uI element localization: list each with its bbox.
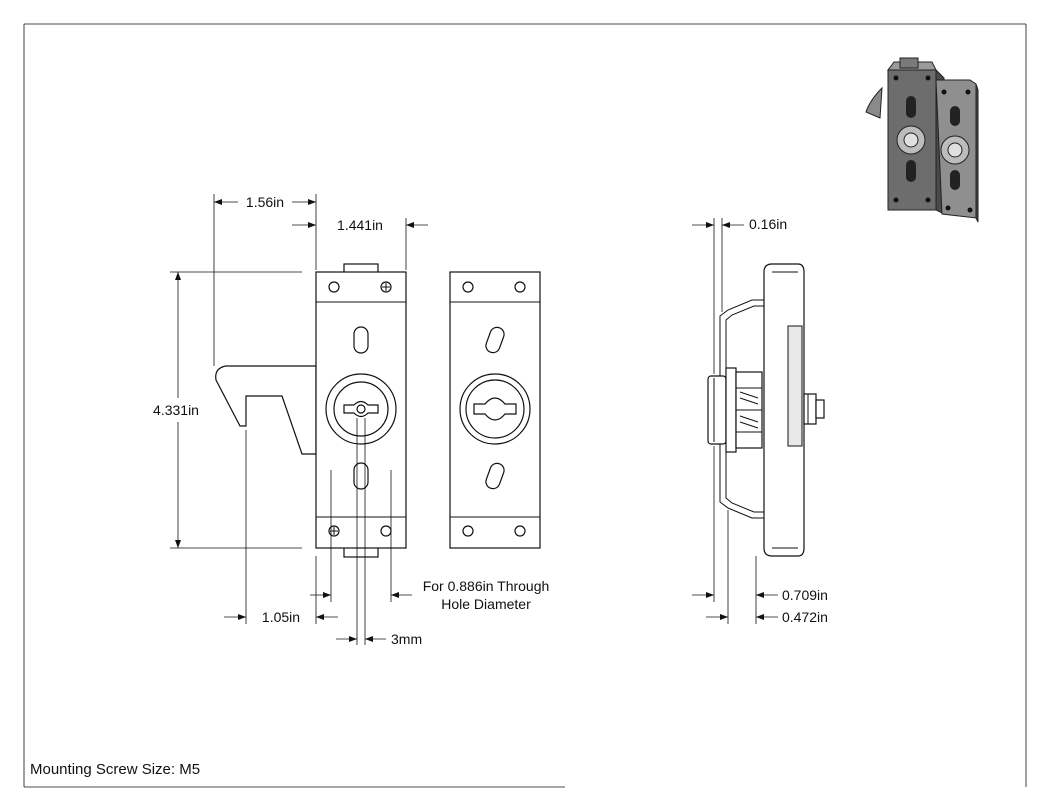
plate-hole — [514, 281, 526, 293]
dim-width-overall: 1.56in — [246, 194, 284, 210]
dim-key-slot: 3mm — [391, 631, 422, 647]
cam-screw-tip — [815, 399, 825, 419]
plate-slot — [485, 462, 505, 490]
latch-hook — [215, 365, 317, 455]
dim-height-overall: 4.331in — [153, 402, 199, 418]
plate-slot — [485, 326, 505, 354]
dimension-lines — [170, 194, 778, 645]
dimension-labels: 1.56in 1.441in 4.331in 1.05in For 0.886i… — [153, 194, 828, 647]
cylinder-head — [707, 375, 727, 445]
dim-flange-thickness: 0.16in — [749, 216, 787, 232]
cylinder-flange — [725, 367, 737, 453]
adjust-slot — [353, 326, 369, 354]
plate-view — [449, 271, 541, 549]
dim-through-hole-line2: Hole Diameter — [441, 596, 531, 612]
key-pin — [356, 404, 366, 414]
mount-hole — [380, 525, 392, 537]
plate-hole — [462, 525, 474, 537]
dim-depth-body: 0.472in — [782, 609, 828, 625]
sheet-border — [23, 23, 1027, 788]
plate-hole — [462, 281, 474, 293]
plate-key-cutout — [473, 397, 517, 421]
cam-screw — [803, 393, 817, 425]
isometric-preview — [865, 57, 979, 223]
side-inner-channel — [787, 325, 803, 447]
front-view — [215, 263, 407, 558]
dim-depth-overall: 0.709in — [782, 587, 828, 603]
dim-hook-offset: 1.05in — [262, 609, 300, 625]
adjust-slot — [353, 462, 369, 490]
mounting-screw-note: Mounting Screw Size: M5 — [30, 761, 201, 778]
dim-body-width: 1.441in — [337, 217, 383, 233]
dim-through-hole-line1: For 0.886in Through — [423, 578, 550, 594]
mount-hole — [328, 281, 340, 293]
side-view — [707, 263, 825, 557]
plate-hole — [514, 525, 526, 537]
